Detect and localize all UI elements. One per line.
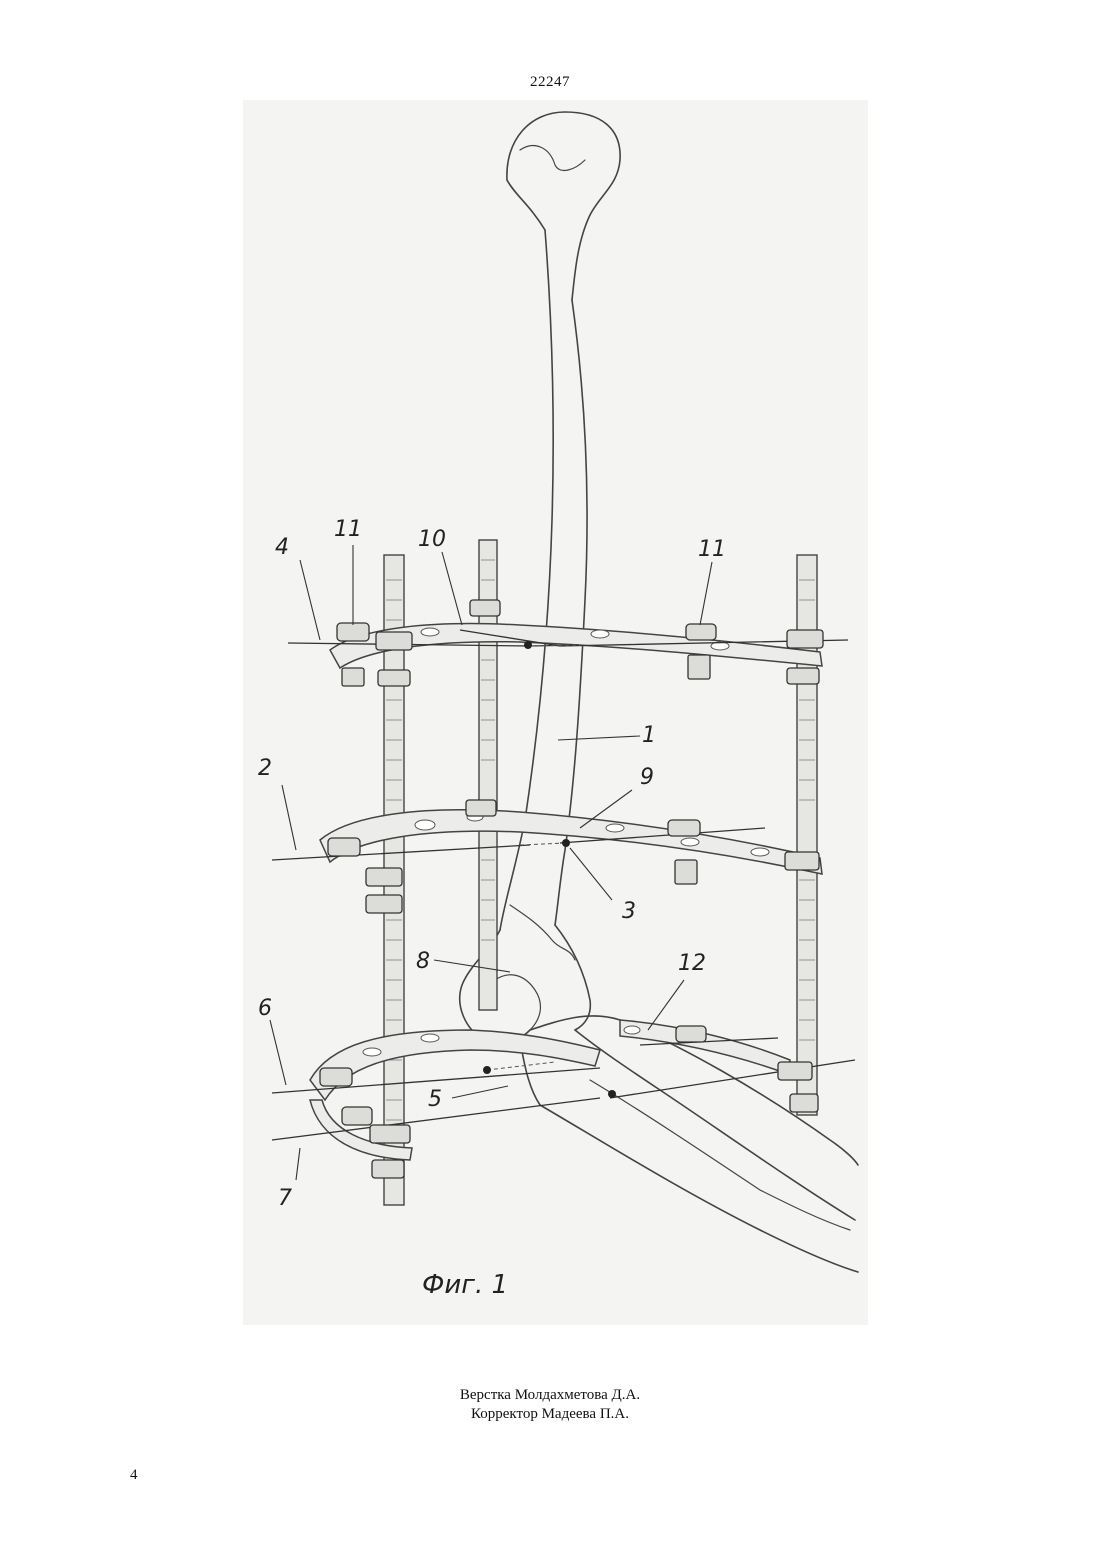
wire-entry-point — [524, 641, 532, 649]
nut — [372, 1160, 404, 1178]
nut — [370, 1125, 410, 1143]
clamp-bolt — [668, 820, 700, 836]
label-4: 4 — [275, 535, 289, 560]
nut — [466, 800, 496, 816]
ring-hole — [591, 630, 609, 638]
label-1: 1 — [642, 723, 656, 748]
label-5: 5 — [428, 1087, 442, 1112]
ring-hole — [415, 820, 435, 830]
clamp-bolt-11 — [686, 624, 716, 640]
nut — [785, 852, 819, 870]
label-11-left: 11 — [334, 517, 362, 542]
nut — [378, 670, 410, 686]
patent-number: 22247 — [0, 74, 1100, 91]
label-2: 2 — [258, 756, 272, 781]
label-9: 9 — [640, 765, 654, 790]
label-8: 8 — [416, 949, 430, 974]
clamp-bolt — [320, 1068, 352, 1086]
ring-hole — [751, 848, 769, 856]
figure-caption: Фиг. 1 — [422, 1270, 508, 1300]
label-3: 3 — [622, 899, 636, 924]
nut — [778, 1062, 812, 1080]
label-11-right: 11 — [698, 537, 726, 562]
credits-block: Верстка Молдахметова Д.А. Корректор Маде… — [0, 1386, 1100, 1424]
external-fixator-illustration: 1 2 3 4 5 6 7 8 9 10 11 11 12 Фиг. 1 — [243, 100, 868, 1325]
clamp-post — [688, 655, 710, 679]
label-7: 7 — [278, 1186, 292, 1211]
nut — [376, 632, 412, 650]
proofreader-credit: Корректор Мадеева П.А. — [0, 1405, 1100, 1424]
ring-hole — [624, 1026, 640, 1034]
nut — [787, 630, 823, 648]
clamp-post — [675, 860, 697, 884]
clamp-bolt-11 — [337, 623, 369, 641]
nut — [790, 1094, 818, 1112]
label-6: 6 — [258, 996, 272, 1021]
ring-hole — [363, 1048, 381, 1056]
wire-entry-point-3 — [562, 839, 570, 847]
figure-drawing: 1 2 3 4 5 6 7 8 9 10 11 11 12 Фиг. 1 — [243, 100, 868, 1325]
clamp-bolt — [342, 1107, 372, 1125]
wire-entry-point — [608, 1090, 616, 1098]
nut — [366, 895, 402, 913]
nut — [366, 868, 402, 886]
wire-entry-point — [483, 1066, 491, 1074]
clamp-post — [342, 668, 364, 686]
label-12: 12 — [678, 951, 706, 976]
page-number: 4 — [130, 1467, 138, 1484]
nut — [470, 600, 500, 616]
layout-credit: Верстка Молдахметова Д.А. — [0, 1386, 1100, 1405]
clamp-bolt — [328, 838, 360, 856]
ring-hole — [681, 838, 699, 846]
ring-hole — [606, 824, 624, 832]
clamp-bolt — [676, 1026, 706, 1042]
ring-hole — [421, 1034, 439, 1042]
ring-hole — [421, 628, 439, 636]
sketch-background — [243, 100, 868, 1325]
nut — [787, 668, 819, 684]
label-10: 10 — [418, 527, 446, 552]
